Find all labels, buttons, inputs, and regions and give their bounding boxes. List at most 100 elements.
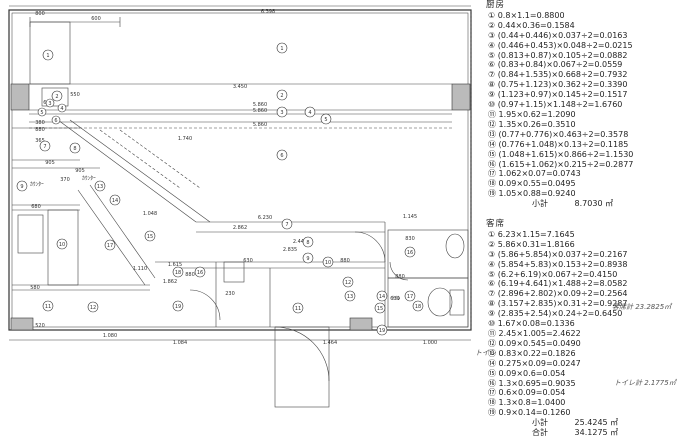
calc-line: ② 0.44×0.36=0.1584 [488,20,575,30]
area-marker: 15 [144,230,156,242]
calc-line: ⑰ 1.062×0.07=0.0743 [488,169,581,179]
calc-line: ⑬ 0.83×0.22=0.1826 [488,348,576,358]
area-marker: 16 [404,246,416,258]
calc-line: ⑪ 1.95×0.62=1.2090 [488,109,576,119]
area-marker: 19 [376,324,388,336]
svg-text:8: 8 [306,240,309,246]
dim-label: 1.084 [173,340,187,346]
calc-line: ⑲ 1.05×0.88=0.9240 [488,189,576,199]
dim-label: 380 [35,120,45,126]
svg-text:3: 3 [48,101,51,107]
calc-line: ④ (5.854+5.83)×0.153÷2=0.8938 [488,259,628,269]
room-label: ｶｳﾝﾀｰ [82,175,96,182]
dim-label: 680 [31,204,41,210]
dim-label: 550 [70,92,80,98]
dim-label: 1.145 [403,214,417,220]
svg-text:2: 2 [55,94,58,100]
calc-line: ⑪ 2.45×1.005=2.4622 [488,329,581,338]
svg-text:13: 13 [347,294,353,300]
calc-line: ⑫ 1.35×0.26=0.3510 [488,119,576,129]
dim-label: 1.615 [168,262,182,268]
calc-line: ⑭ (0.776+1.048)×0.13÷2=0.1185 [488,139,629,149]
calc-line: ⑥ (0.83+0.84)×0.067÷2=0.0559 [488,60,623,70]
dim-label: 905 [45,160,55,166]
dim-label: 2.835 [283,247,297,253]
svg-text:10: 10 [325,260,331,266]
area-marker: 15 [374,302,386,314]
dim-label: 6.230 [258,215,272,221]
calc-line: ⑭ 0.275×0.09=0.0247 [488,358,581,368]
svg-text:8: 8 [73,146,76,152]
guest-subtotal: 小計 25.4245 ㎡ [532,418,690,428]
dim-label: 3.450 [233,84,247,90]
svg-text:16: 16 [197,270,203,276]
dim-label: 1.000 [423,340,437,346]
area-marker: 3 [45,98,55,108]
calc-line: ① 0.8×1.1=0.8800 [488,10,565,20]
dim-label: 6.398 [261,9,275,15]
svg-text:4: 4 [60,106,63,112]
room-label: ｶｳﾝﾀｰ [30,181,44,188]
area-marker: 10 [322,256,334,268]
guest-title: 客席 [486,219,506,230]
dim-label: 830 [405,236,415,242]
dim-label: 5.860 [253,108,267,114]
area-marker: 13 [344,290,356,302]
guest-lines: ① 6.23×1.15=7.1645 ② 5.86×0.31=1.8166 ③ … [482,230,690,418]
area-marker: 1 [42,49,54,61]
area-marker: 9 [16,180,28,192]
area-marker: 10 [56,238,68,250]
calc-line: ⑨ (2.835+2.54)×0.24÷2=0.6450 [488,309,623,319]
area-marker: 11 [42,300,54,312]
dim-label: 1.048 [143,211,157,217]
svg-text:1: 1 [280,46,283,52]
kitchen-title: 厨房 [486,0,506,10]
svg-text:17: 17 [107,243,113,249]
dim-label: 1.862 [163,279,177,285]
area-marker: 19 [172,300,184,312]
dim-label: 520 [35,323,45,329]
dim-label: 1.464 [323,340,337,346]
room-label: ﾄｲﾚ [392,296,401,302]
dim-label: 880 [395,274,405,280]
svg-text:5: 5 [40,110,43,116]
svg-text:15: 15 [147,234,153,240]
area-marker: 7 [39,140,51,152]
area-marker: 4 [304,106,316,118]
calc-line: ⑧ (0.75+1.123)×0.362÷2=0.3390 [488,80,628,90]
calc-line: ⑫ 0.09×0.545=0.0490 [488,338,581,348]
floor-plan: 800 600 6.398 3.450 5.860 5.860 5.860 6.… [8,5,472,408]
toilet-mark: トイレ [475,349,496,357]
dim-label: 2.445 [293,239,307,245]
dim-label: 1.110 [133,266,147,272]
svg-text:4: 4 [308,110,311,116]
area-marker: 6 [276,149,288,161]
calc-line: ⑯ (1.615+1.062)×0.215÷2=0.2877 [488,159,634,169]
subtotal-value: 25.4245 ㎡ [574,418,619,428]
svg-text:1: 1 [46,53,49,59]
calc-line: ⑱ 1.3×0.8=1.0400 [488,398,566,408]
svg-text:13: 13 [97,184,103,190]
area-marker: 18 [172,266,184,278]
svg-text:19: 19 [175,304,181,310]
total-label: 合計 [532,428,548,438]
dim-label: 365 [35,138,45,144]
dim-label: 630 [390,296,400,302]
area-marker: 17 [404,290,416,302]
area-marker: 5 [37,107,47,117]
area-calculation-panel: 厨房 ① 0.8×1.1=0.8800 ② 0.44×0.36=0.1584 ③… [482,0,690,437]
area-marker: 12 [87,301,99,313]
subtotal-label: 小計 [532,418,548,428]
calc-line: ⑧ (3.157+2.835)×0.31÷2=0.9287 [488,299,628,309]
dim-label: 2.862 [233,225,247,231]
area-marker: 8 [302,236,314,248]
svg-text:18: 18 [415,304,421,310]
svg-text:16: 16 [407,250,413,256]
area-marker: 2 [276,89,288,101]
calc-line: ② 5.86×0.31=1.8166 [488,239,575,249]
calc-line: ⑦ (0.84+1.535)×0.668÷2=0.7932 [488,70,628,80]
area-marker: 6 [51,115,61,125]
area-marker: 7 [281,218,293,230]
calc-line: ① 6.23×1.15=7.1645 [488,229,575,239]
svg-text:7: 7 [285,222,288,228]
